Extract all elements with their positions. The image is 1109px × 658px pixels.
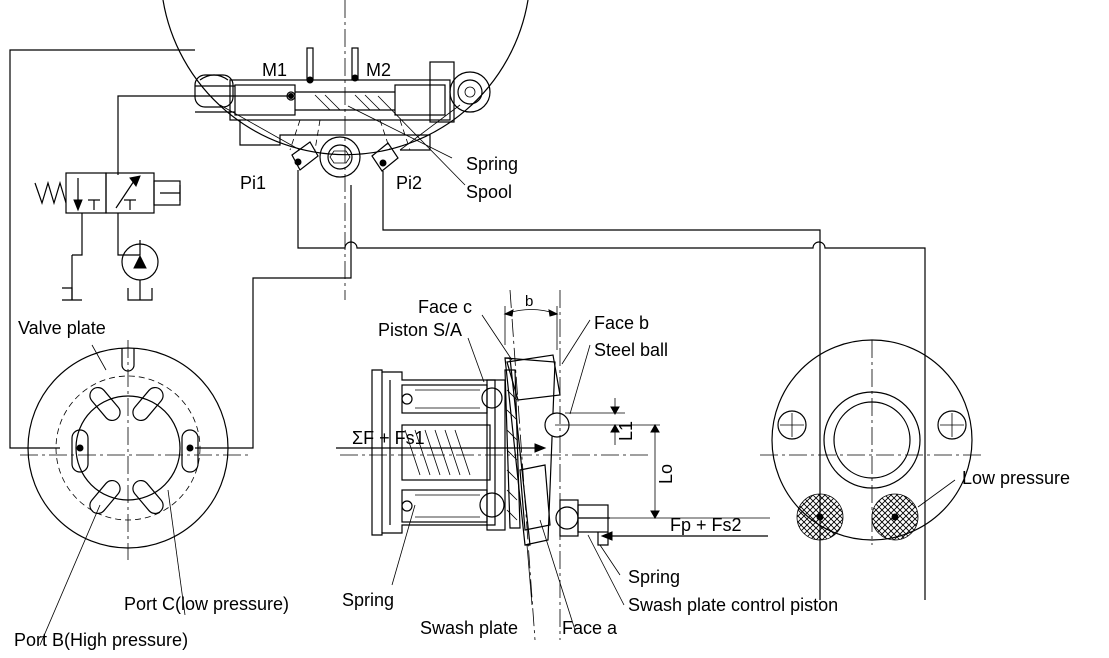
label-low-pressure: Low pressure [962,468,1070,488]
label-swash-control: Swash plate control piston [628,595,838,615]
label-pi2: Pi2 [396,173,422,193]
label-m1: M1 [262,60,287,80]
label-valve-plate: Valve plate [18,318,106,338]
label-spring-mid: Spring [342,590,394,610]
label-spring-top: Spring [466,154,518,174]
label-b: b [525,293,533,310]
label-face-a: Face a [562,618,618,638]
valve-plate [20,340,248,560]
right-port-view [760,339,985,545]
label-m2: M2 [366,60,391,80]
label-pi1: Pi1 [240,173,266,193]
labels: M1 M2 Spring Spool Pi1 Pi2 Valve plate F… [14,60,1070,650]
label-port-c: Port C(low pressure) [124,594,289,614]
label-lo: Lo [656,464,676,484]
label-spring-right: Spring [628,567,680,587]
top-valve-block [162,0,529,300]
label-swash-plate: Swash plate [420,618,518,638]
label-face-b: Face b [594,313,649,333]
label-l1: L1 [616,421,636,441]
piston-assembly [336,289,770,641]
hydraulic-lines [9,49,926,600]
label-face-c: Face c [418,297,472,317]
label-port-b: Port B(High pressure) [14,630,188,650]
label-sum-force: ΣF + Fs1 [352,428,425,448]
label-fp-fs2: Fp + Fs2 [670,515,742,535]
solenoid-valve-and-pump [34,172,181,301]
label-spool: Spool [466,182,512,202]
label-piston-sa: Piston S/A [378,320,462,340]
label-steel-ball: Steel ball [594,340,668,360]
leader-lines [39,95,956,646]
